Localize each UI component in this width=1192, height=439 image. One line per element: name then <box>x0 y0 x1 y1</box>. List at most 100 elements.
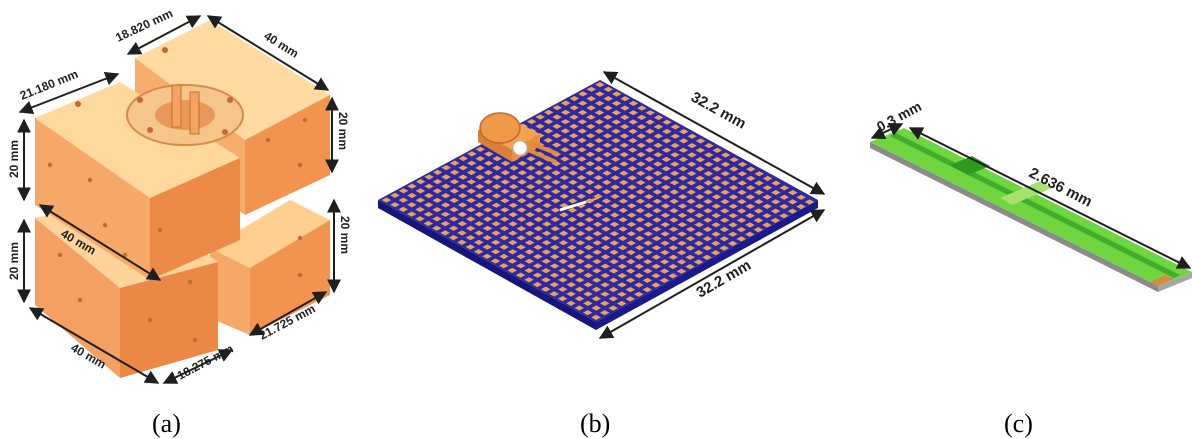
patch-element <box>552 123 562 129</box>
patch-element <box>568 179 578 185</box>
patch-element <box>585 161 595 167</box>
patch-element <box>728 203 738 209</box>
patch-element <box>482 244 492 250</box>
patch-element <box>524 258 534 264</box>
patch-element <box>686 198 696 204</box>
patch-element <box>424 174 434 180</box>
patch-element <box>457 202 468 208</box>
patch-element <box>559 212 569 218</box>
patch-element <box>433 169 443 175</box>
patch-element <box>474 239 484 245</box>
patch-element <box>574 305 584 311</box>
patch-element <box>560 156 570 162</box>
patch-element <box>432 197 442 203</box>
patch-element <box>728 194 739 200</box>
patch-element <box>524 267 534 274</box>
patch-element <box>441 174 451 180</box>
patch-element <box>541 286 551 292</box>
patch-element <box>466 197 476 203</box>
patch-element <box>745 203 755 209</box>
patch-element <box>558 230 569 236</box>
patch-element <box>575 249 585 255</box>
patch-element <box>558 277 568 283</box>
patch-element <box>516 253 526 260</box>
patch-element <box>559 184 570 190</box>
patch-element <box>517 179 527 185</box>
patch-element <box>500 198 510 204</box>
patch-element <box>559 202 569 209</box>
patch-element <box>499 225 510 232</box>
patch-element <box>568 189 578 195</box>
patch-element <box>499 235 509 241</box>
patch-element <box>560 128 570 134</box>
patch-element <box>567 254 577 260</box>
patch-element <box>543 128 554 134</box>
patch-element <box>551 142 562 148</box>
patch-element <box>415 179 426 185</box>
patch-element <box>499 253 509 259</box>
patch-element <box>585 142 596 148</box>
patch-element <box>524 277 534 283</box>
patch-element <box>490 249 501 255</box>
patch-element <box>491 239 501 245</box>
patch-element <box>517 207 527 213</box>
patch-element <box>398 188 409 194</box>
patch-element <box>569 133 579 139</box>
patch-element <box>576 212 586 218</box>
patch-element <box>483 160 494 166</box>
patch-element <box>601 198 612 204</box>
patch-element <box>466 169 477 176</box>
patch-element <box>509 174 519 180</box>
patch-element <box>541 258 551 264</box>
patch-element <box>381 197 392 203</box>
patch-element <box>449 207 459 213</box>
patch-element <box>491 221 501 227</box>
patch-element <box>492 165 502 171</box>
patch-element <box>804 199 815 205</box>
patch-element <box>568 142 579 148</box>
patch-element <box>533 216 544 222</box>
patch-element <box>457 230 467 236</box>
patch-element <box>432 207 442 213</box>
patch-element <box>483 207 493 213</box>
patch-element <box>440 211 451 217</box>
patch-element <box>584 226 594 232</box>
patch-element <box>586 86 597 92</box>
patch-element <box>407 192 417 199</box>
patch-element <box>583 291 593 297</box>
patch-element <box>552 114 562 120</box>
patch-element <box>475 165 485 171</box>
patch-element <box>635 198 645 204</box>
patch-element <box>484 151 494 157</box>
patch-element <box>542 221 552 227</box>
patch-element <box>644 194 654 200</box>
patch-element <box>549 272 560 278</box>
patch-element <box>524 249 535 255</box>
patch-element <box>577 119 588 125</box>
patch-element <box>754 199 764 205</box>
patch-element <box>398 197 409 203</box>
patch-element <box>591 305 601 311</box>
patch-element <box>499 244 509 250</box>
patch-element <box>594 128 604 134</box>
patch-element <box>694 203 705 209</box>
patch-element <box>560 137 570 143</box>
patch-element <box>560 109 571 115</box>
patch-element <box>595 82 605 88</box>
patch-element <box>711 194 722 200</box>
patch-element <box>584 235 594 241</box>
patch-element <box>593 175 604 181</box>
patch-element <box>390 192 400 198</box>
patch-element <box>593 203 603 209</box>
patch-element <box>517 170 527 176</box>
patch-element <box>457 239 467 245</box>
patch-element <box>558 249 568 255</box>
patch-element <box>594 137 604 144</box>
patch-element <box>559 193 569 199</box>
dimension-lines-b <box>598 71 826 339</box>
patch-element <box>542 212 552 218</box>
patch-element <box>559 175 570 181</box>
patch-element <box>491 202 502 208</box>
patch-element <box>593 184 603 190</box>
patch-element <box>432 188 443 194</box>
